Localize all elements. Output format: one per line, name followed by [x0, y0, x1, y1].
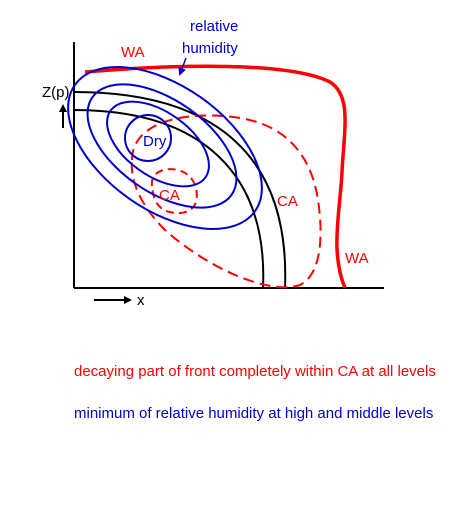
- cold-air-inner-boundary: [150, 168, 198, 215]
- front-line-outer: [73, 91, 287, 289]
- humidity-pointer-arrow: [178, 57, 187, 76]
- cold-air-outer-boundary: [130, 114, 322, 289]
- front-diagram: WA WA CA CA Dry relative humidity Z(p) x: [42, 18, 384, 309]
- caption-blue: minimum of relative humidity at high and…: [74, 405, 434, 422]
- warm-air-boundary: [84, 64, 347, 289]
- label-ca-outer: CA: [277, 193, 298, 210]
- label-humidity: humidity: [182, 40, 238, 57]
- humidity-contour-outer: [67, 66, 263, 230]
- humidity-contour-dry: [124, 114, 172, 162]
- label-dry: Dry: [143, 133, 167, 150]
- label-wa-top: WA: [121, 44, 145, 61]
- humidity-contour-inner: [106, 100, 210, 188]
- label-z-axis: Z(p): [42, 84, 70, 101]
- label-x-axis: x: [137, 292, 145, 309]
- caption-red: decaying part of front completely within…: [74, 363, 436, 380]
- label-ca-inner: CA: [159, 187, 180, 204]
- humidity-contour-middle: [86, 83, 238, 209]
- label-relative: relative: [190, 18, 238, 35]
- front-line-inner: [73, 109, 265, 289]
- label-wa-right: WA: [345, 250, 369, 267]
